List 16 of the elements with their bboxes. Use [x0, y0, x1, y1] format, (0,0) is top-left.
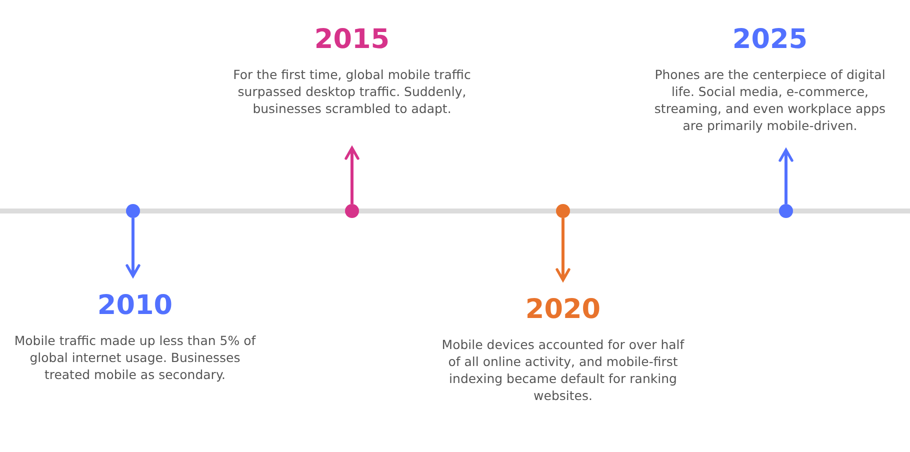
arrow: [778, 148, 794, 204]
description-text: For the first time, global mobile traffic surpassed desktop traffic. Suddenly, businesses scrambled to adapt.: [232, 66, 472, 117]
year-heading: 2010: [97, 290, 173, 322]
arrow: [344, 146, 360, 204]
description-text: Phones are the centerpiece of digital life. Social media, e-commerce, streaming, and even workplace apps are primarily mobile-driven.: [653, 66, 887, 134]
timeline-dot: [779, 204, 793, 218]
year-heading: 2020: [525, 294, 601, 326]
timeline-dot: [345, 204, 359, 218]
arrow: [126, 218, 140, 278]
year-heading: 2015: [314, 24, 390, 56]
year-heading: 2025: [732, 24, 808, 56]
timeline-dot: [556, 204, 570, 218]
timeline-dot: [126, 204, 140, 218]
description-text: Mobile traffic made up less than 5% of global internet usage. Businesses treated mobile as secondary.: [13, 332, 257, 383]
arrow: [556, 218, 570, 282]
description-text: Mobile devices accounted for over half of all online activity, and mobile-first indexing became default for ranking websites.: [440, 336, 686, 404]
